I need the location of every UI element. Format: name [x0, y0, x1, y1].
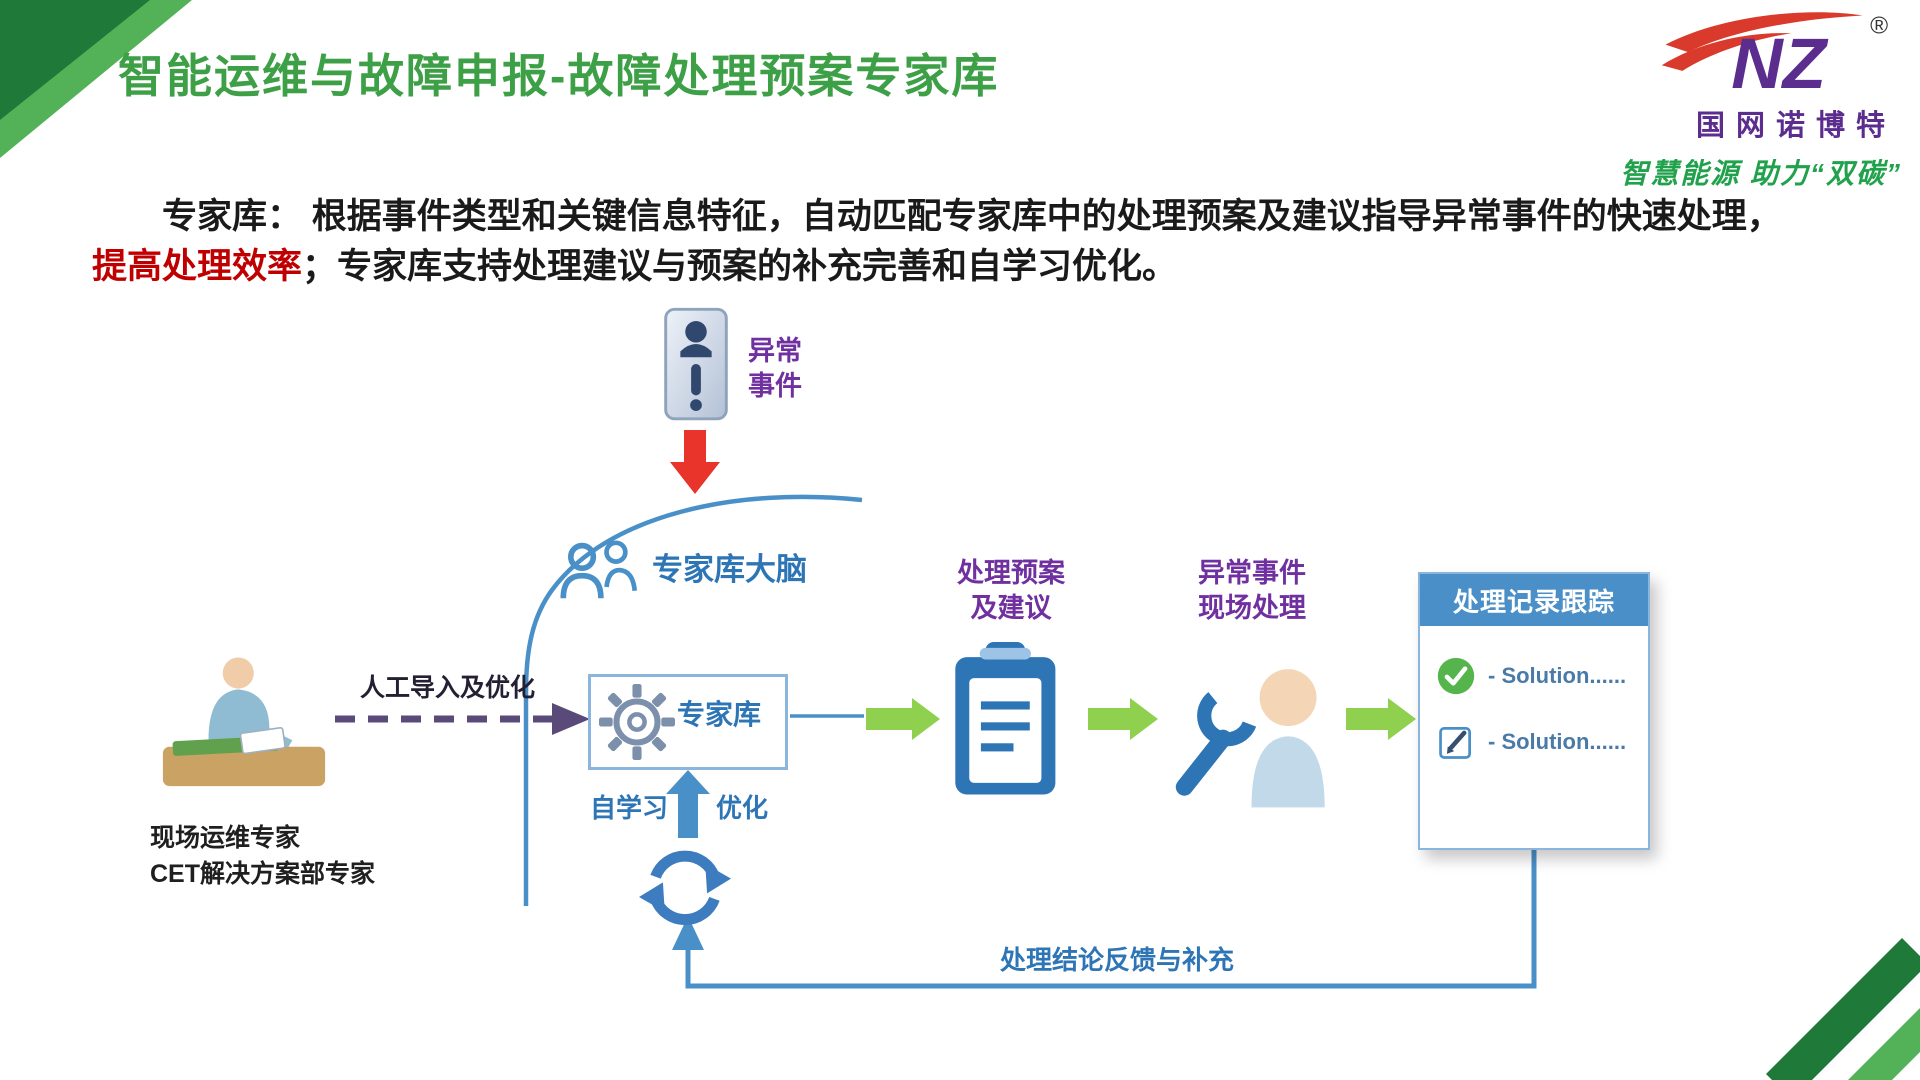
expert-library-label: 专家库 [677, 699, 762, 730]
manual-import-arrow [335, 703, 590, 735]
field-experts-label: 现场运维专家 CET解决方案部专家 [150, 820, 375, 893]
tracking-row-1: - Solution...... [1436, 656, 1648, 696]
flow-arrow-1 [866, 698, 940, 740]
feedback-label: 处理结论反馈与补充 [999, 945, 1234, 975]
logo-registered-mark: ® [1870, 12, 1888, 39]
intro-highlight: 提高处理效率 [92, 246, 303, 286]
logo-swoosh-top [1665, 12, 1863, 53]
onsite-handling-label: 异常事件 现场处理 [1160, 556, 1344, 626]
self-learning-up-arrow [666, 770, 710, 838]
expert-library-box: 专家库 [588, 674, 788, 770]
tracking-panel-body: - Solution...... - Solution...... [1420, 626, 1648, 762]
flow-arrow-2 [1088, 698, 1158, 740]
intro-paragraph: 专家库： 根据事件类型和关键信息特征，自动匹配专家库中的处理预案及建议指导异常事… [92, 192, 1882, 291]
onsite-line1: 异常事件 [1198, 558, 1306, 588]
tracking-row-2: - Solution...... [1436, 722, 1648, 762]
tracking-panel: 处理记录跟踪 - Solution...... - Solution...... [1418, 572, 1650, 850]
plan-line2: 及建议 [970, 593, 1052, 624]
manual-import-label: 人工导入及优化 [360, 674, 536, 702]
gear-icon [599, 684, 675, 760]
logo-monogram-text: NZ [1731, 24, 1828, 102]
edit-note-icon [1439, 727, 1471, 759]
field-expert-illustration [162, 657, 326, 787]
field-experts-line1: 现场运维专家 [150, 824, 301, 852]
flow-arrow-3 [1346, 698, 1416, 740]
plan-line1: 处理预案 [957, 558, 1065, 588]
self-learning-label: 自学习 [590, 793, 669, 823]
page-title: 智能运维与故障申报-故障处理预案专家库 [118, 50, 1000, 102]
abnormal-event-line2: 事件 [748, 371, 802, 402]
manual-import-arrow-head [552, 703, 590, 735]
tracking-item-text: - Solution...... [1488, 729, 1627, 754]
red-down-arrow [670, 430, 720, 494]
gear-teeth [599, 684, 675, 760]
abnormal-event-line1: 异常 [748, 336, 802, 366]
self-learning-cycle-icon [639, 850, 731, 926]
brand-logo: NZ ® 国网诺博特 智慧能源 助力“双碳” [1620, 6, 1902, 192]
intro-rest: ；专家库支持处理建议与预案的补充完善和自学习优化。 [302, 246, 1178, 286]
tracking-item-text: - Solution...... [1488, 663, 1627, 688]
clipboard-icon [955, 642, 1056, 795]
intro-lead: 专家库： 根据事件类型和关键信息特征，自动匹配专家库中的处理预案及建议指导异常事… [162, 197, 1782, 236]
corner-stripe-dark [1766, 938, 1920, 1080]
abnormal-event-icon [664, 307, 728, 421]
field-experts-line2: CET解决方案部专家 [150, 860, 376, 889]
logo-swoosh-bottom [1661, 33, 1792, 71]
brand-monogram-icon: NZ ® [1661, 12, 1888, 102]
wrench-person-icon [1175, 669, 1325, 808]
plan-label: 处理预案 及建议 [928, 556, 1094, 626]
check-icon [1437, 657, 1475, 695]
corner-stripe-light [1848, 1008, 1920, 1080]
optimize-label: 优化 [716, 793, 769, 823]
expert-brain-label: 专家库大脑 [652, 552, 807, 587]
abnormal-event-label: 异常 事件 [748, 334, 802, 404]
brand-name: 国网诺博特 [1695, 110, 1896, 142]
experts-people-icon [560, 540, 638, 599]
tracking-panel-header: 处理记录跟踪 [1420, 574, 1648, 626]
onsite-line2: 现场处理 [1198, 593, 1306, 624]
brand-tagline: 智慧能源 助力“双碳” [1620, 158, 1902, 189]
